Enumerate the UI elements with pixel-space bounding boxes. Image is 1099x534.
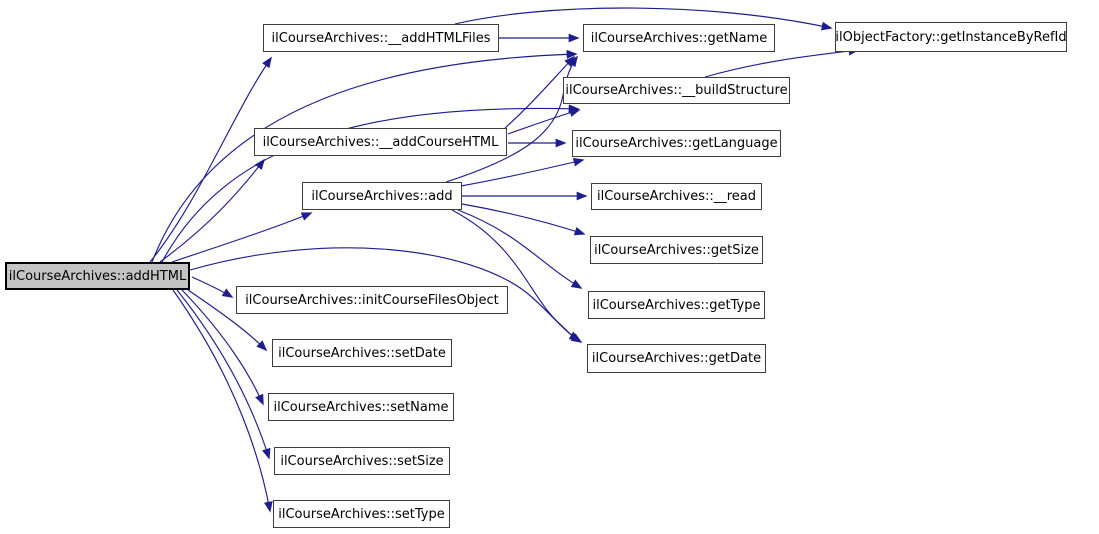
node-label: ilCourseArchives::setDate (278, 345, 446, 361)
node-label: ilCourseArchives::getType (592, 297, 761, 313)
node-label: ilCourseArchives::initCourseFilesObject (245, 292, 499, 308)
node-label: ilCourseArchives::__addHTMLFiles (271, 30, 491, 46)
edge-addCourseHTML-buildStructure (507, 108, 581, 135)
edge-addHTML-setSize (176, 289, 271, 460)
edge-add-getDate (451, 209, 581, 341)
edge-addHTML-setDate (187, 289, 268, 352)
edge-add-getLanguage (460, 157, 585, 187)
edge-addHTML-setType (172, 289, 273, 513)
node-label: ilCourseArchives::getSize (594, 242, 759, 258)
edge-addHTML-add (171, 212, 313, 263)
edge-addHTML-addHTMLFiles (149, 56, 272, 263)
node-label: ilCourseArchives::getDate (591, 351, 762, 366)
node-label: ilCourseArchives::getLanguage (575, 136, 778, 151)
node-label: ilCourseArchives::getName (590, 30, 768, 46)
edge-add-getSize (461, 203, 586, 236)
node-getInstanceByRefId[interactable]: ilObjectFactory::getInstanceByRefId (835, 22, 1067, 52)
node-label: ilCourseArchives::setType (278, 506, 445, 522)
node-getLanguage[interactable]: ilCourseArchives::getLanguage (572, 130, 781, 157)
edge-addHTML-getName (151, 49, 578, 263)
edge-addHTMLFiles-getInstanceByRefId (454, 7, 833, 31)
node-label: ilCourseArchives::setSize (280, 453, 444, 469)
node-label: ilCourseArchives::__read (596, 189, 757, 204)
node-getType[interactable]: ilCourseArchives::getType (588, 291, 765, 319)
node-initCourseFilesObject[interactable]: ilCourseArchives::initCourseFilesObject (236, 286, 508, 314)
node-read[interactable]: ilCourseArchives::__read (591, 183, 762, 210)
node-label: ilCourseArchives::setName (273, 399, 449, 415)
node-add[interactable]: ilCourseArchives::add (302, 182, 462, 210)
node-label: ilCourseArchives::__buildStructure (565, 83, 788, 98)
edge-buildStructure-getInstanceByRefId (704, 46, 860, 78)
edge-addHTML-setName (181, 289, 264, 406)
node-getName[interactable]: ilCourseArchives::getName (583, 24, 775, 52)
edge-addHTML-initCourseFilesObject (191, 276, 234, 298)
edge-add-getType (457, 209, 583, 289)
node-setDate[interactable]: ilCourseArchives::setDate (272, 339, 452, 367)
node-addCourseHTML[interactable]: ilCourseArchives::__addCourseHTML (254, 128, 507, 156)
node-label: ilCourseArchives::add (311, 188, 453, 204)
node-getSize[interactable]: ilCourseArchives::getSize (590, 236, 763, 264)
node-addHTML[interactable]: ilCourseArchives::addHTML (5, 262, 190, 290)
node-getDate[interactable]: ilCourseArchives::getDate (587, 344, 766, 373)
edge-addCourseHTML-getName (504, 55, 576, 129)
node-setType[interactable]: ilCourseArchives::setType (273, 500, 450, 528)
node-label: ilCourseArchives::addHTML (8, 268, 187, 284)
node-addHTMLFiles[interactable]: ilCourseArchives::__addHTMLFiles (263, 24, 499, 52)
edge-addHTML-addCourseHTML (159, 158, 266, 263)
node-setName[interactable]: ilCourseArchives::setName (268, 393, 454, 421)
node-setSize[interactable]: ilCourseArchives::setSize (274, 447, 450, 475)
node-label: ilCourseArchives::__addCourseHTML (262, 134, 499, 150)
node-label: ilObjectFactory::getInstanceByRefId (835, 29, 1067, 45)
node-buildStructure[interactable]: ilCourseArchives::__buildStructure (563, 77, 790, 104)
edge-add-getName (445, 55, 578, 183)
